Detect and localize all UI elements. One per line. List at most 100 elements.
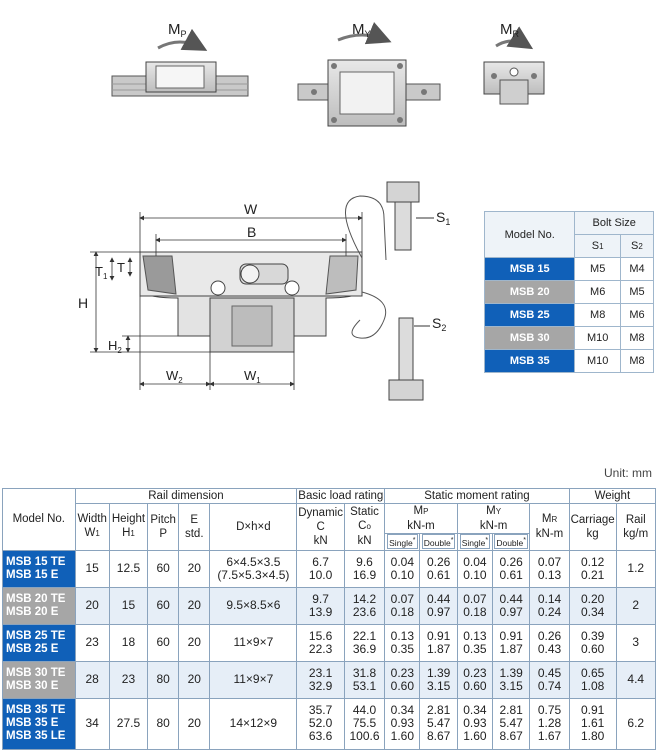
dim-w2: W2 <box>166 368 183 385</box>
spec-dhd: 9.5×8.5×6 <box>209 586 298 625</box>
bolt-model: MSB 20 <box>483 280 576 304</box>
dim-b: B <box>247 224 256 240</box>
mp-moment-view: MP <box>111 21 249 97</box>
spec-rail-weight: 2 <box>615 586 656 625</box>
spec-height: 27.5 <box>108 697 149 750</box>
spec-rail-weight: 6.2 <box>615 697 656 750</box>
bolt-s1: M10 <box>574 326 621 350</box>
spec-rail-weight: 1.2 <box>615 549 656 588</box>
mr-label: MR <box>500 21 520 39</box>
spec-dhd: 6×4.5×3.5(7.5×5.3×4.5) <box>209 549 298 588</box>
dim-h: H <box>78 295 88 311</box>
bolt-s1-header: S1 <box>574 234 621 258</box>
dim-t: T <box>117 260 125 275</box>
spec-model-header: Model No. <box>2 488 76 551</box>
bolt-model-header: Model No. <box>483 211 576 258</box>
spec-e: 20 <box>178 549 211 588</box>
spec-width: 23 <box>74 623 110 662</box>
bolt-size-header: Bolt Size <box>574 211 654 235</box>
spec-width: 28 <box>74 660 110 699</box>
spec-width: 34 <box>74 697 110 750</box>
bolt-s1: M10 <box>574 349 621 373</box>
spec-table: Model No. Rail dimension Basic load rati… <box>2 488 657 750</box>
spec-pitch: 80 <box>147 697 180 750</box>
spec-pitch: 80 <box>147 660 180 699</box>
spec-height: 12.5 <box>108 549 149 588</box>
spec-dhd: 11×9×7 <box>209 623 298 662</box>
spec-rail-weight: 4.4 <box>615 660 656 699</box>
bolt-s1: M6 <box>574 280 621 304</box>
spec-dhd: 14×12×9 <box>209 697 298 750</box>
dim-h2: H2 <box>108 338 122 355</box>
bolt-model: MSB 25 <box>483 303 576 327</box>
bolt-s1: M5 <box>574 257 621 281</box>
spec-height: 18 <box>108 623 149 662</box>
carriage-cross-section <box>139 251 363 353</box>
spec-rail-weight: 3 <box>615 623 656 662</box>
mp-double-header: Double* <box>419 533 458 551</box>
spec-e: 20 <box>178 697 211 750</box>
bolt-s2: M4 <box>619 257 655 281</box>
unit-label: Unit: mm <box>604 466 652 480</box>
bolt-s2: M5 <box>619 280 655 304</box>
bolt-s2: M8 <box>619 349 655 373</box>
bolt-s1: M8 <box>574 303 621 327</box>
bolt-s2-label: S2 <box>432 315 446 333</box>
dim-w: W <box>244 201 258 217</box>
bolt-s1 <box>345 181 434 261</box>
my-moment-view: MY <box>297 21 441 127</box>
mr-moment-view: MR <box>483 21 545 105</box>
spec-height: 23 <box>108 660 149 699</box>
bolt-s2: M8 <box>619 326 655 350</box>
spec-pitch: 60 <box>147 623 180 662</box>
technical-diagram: MP MY MR <box>78 21 545 401</box>
moment-rating-header: Static moment rating <box>384 488 570 504</box>
spec-dhd: 11×9×7 <box>209 660 298 699</box>
